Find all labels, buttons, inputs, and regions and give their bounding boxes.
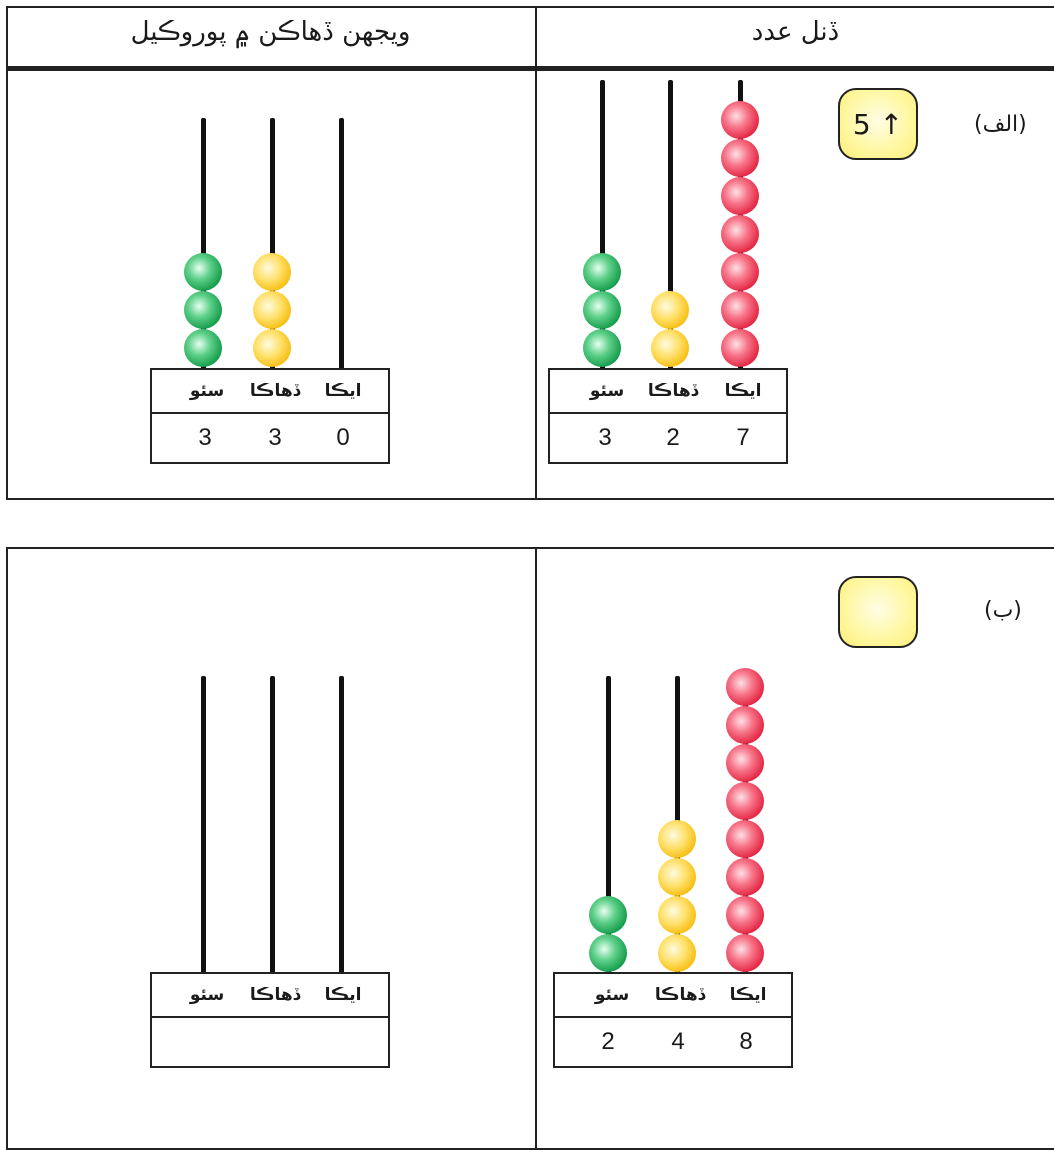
digit-tens[interactable] (240, 1018, 310, 1066)
row-label-b: (ب) (984, 598, 1022, 623)
green-bead (184, 291, 222, 329)
label-tens: ڏهاڪا (249, 381, 301, 401)
red-bead (721, 101, 759, 139)
digit-tens: 3 (268, 424, 282, 451)
yellow-bead (253, 253, 291, 291)
red-bead (721, 329, 759, 367)
red-bead (726, 668, 764, 706)
rod-tens (270, 118, 275, 370)
rod-tens (668, 80, 673, 370)
label-hundreds: سئو (189, 985, 225, 1005)
digit-ones: 7 (736, 424, 750, 451)
rod-hundreds (600, 80, 605, 370)
abacus-table-given-a: سئو ڏهاڪا ايڪا 3 2 7 (548, 368, 788, 464)
green-bead (583, 329, 621, 367)
rod-hundreds (201, 676, 206, 974)
red-bead (726, 858, 764, 896)
red-bead (721, 253, 759, 291)
digit-ones[interactable] (308, 1018, 378, 1066)
green-bead (184, 253, 222, 291)
answer-box-a[interactable]: 5 ↑ (838, 88, 918, 160)
digit-ones: 0 (336, 424, 350, 451)
red-bead (726, 744, 764, 782)
answer-box-b[interactable] (838, 576, 918, 648)
digit-hundreds[interactable] (170, 1018, 240, 1066)
red-bead (726, 820, 764, 858)
rod-ones (339, 118, 344, 370)
green-bead (589, 896, 627, 934)
yellow-bead (253, 291, 291, 329)
rod-hundreds (606, 676, 611, 974)
label-tens: ڏهاڪا (249, 985, 301, 1005)
label-tens: ڏهاڪا (654, 985, 706, 1005)
yellow-bead (658, 820, 696, 858)
column-divider-bottom (535, 547, 537, 1150)
label-ones: ايڪا (724, 381, 762, 401)
label-hundreds: سئو (189, 381, 225, 401)
green-bead (589, 934, 627, 972)
abacus-table-rounded-b: سئو ڏهاڪا ايڪا (150, 972, 390, 1068)
digit-hundreds: 3 (198, 424, 212, 451)
header-divider (6, 66, 1054, 71)
green-bead (184, 329, 222, 367)
abacus-table-given-b: سئو ڏهاڪا ايڪا 2 4 8 (553, 972, 793, 1068)
yellow-bead (658, 934, 696, 972)
header-left-title: ويجهن ڏهاڪن ۾ پوروڪيل (130, 17, 411, 47)
yellow-bead (651, 291, 689, 329)
red-bead (721, 177, 759, 215)
red-bead (726, 706, 764, 744)
label-ones: ايڪا (324, 985, 362, 1005)
digit-hundreds: 3 (598, 424, 612, 451)
digit-tens: 4 (671, 1028, 685, 1055)
red-bead (721, 215, 759, 253)
yellow-bead (658, 858, 696, 896)
label-ones: ايڪا (729, 985, 767, 1005)
rod-ones (339, 676, 344, 974)
red-bead (721, 291, 759, 329)
abacus-table-rounded-a: سئو ڏهاڪا ايڪا 3 3 0 (150, 368, 390, 464)
row-label-a: (الف) (974, 112, 1027, 137)
red-bead (726, 934, 764, 972)
yellow-bead (253, 329, 291, 367)
rod-tens (270, 676, 275, 974)
answer-digits-b[interactable] (152, 1018, 388, 1066)
green-bead (583, 291, 621, 329)
label-hundreds: سئو (594, 985, 630, 1005)
digit-tens: 2 (666, 424, 680, 451)
label-hundreds: سئو (589, 381, 625, 401)
yellow-bead (651, 329, 689, 367)
red-bead (726, 782, 764, 820)
top-table (6, 6, 1054, 500)
red-bead (721, 139, 759, 177)
yellow-bead (658, 896, 696, 934)
digit-ones: 8 (739, 1028, 753, 1055)
red-bead (726, 896, 764, 934)
header-right-title: ڏنل عدد (751, 17, 840, 47)
label-tens: ڏهاڪا (647, 381, 699, 401)
rod-hundreds (201, 118, 206, 370)
green-bead (583, 253, 621, 291)
column-divider-top (535, 6, 537, 500)
label-ones: ايڪا (324, 381, 362, 401)
digit-hundreds: 2 (601, 1028, 615, 1055)
